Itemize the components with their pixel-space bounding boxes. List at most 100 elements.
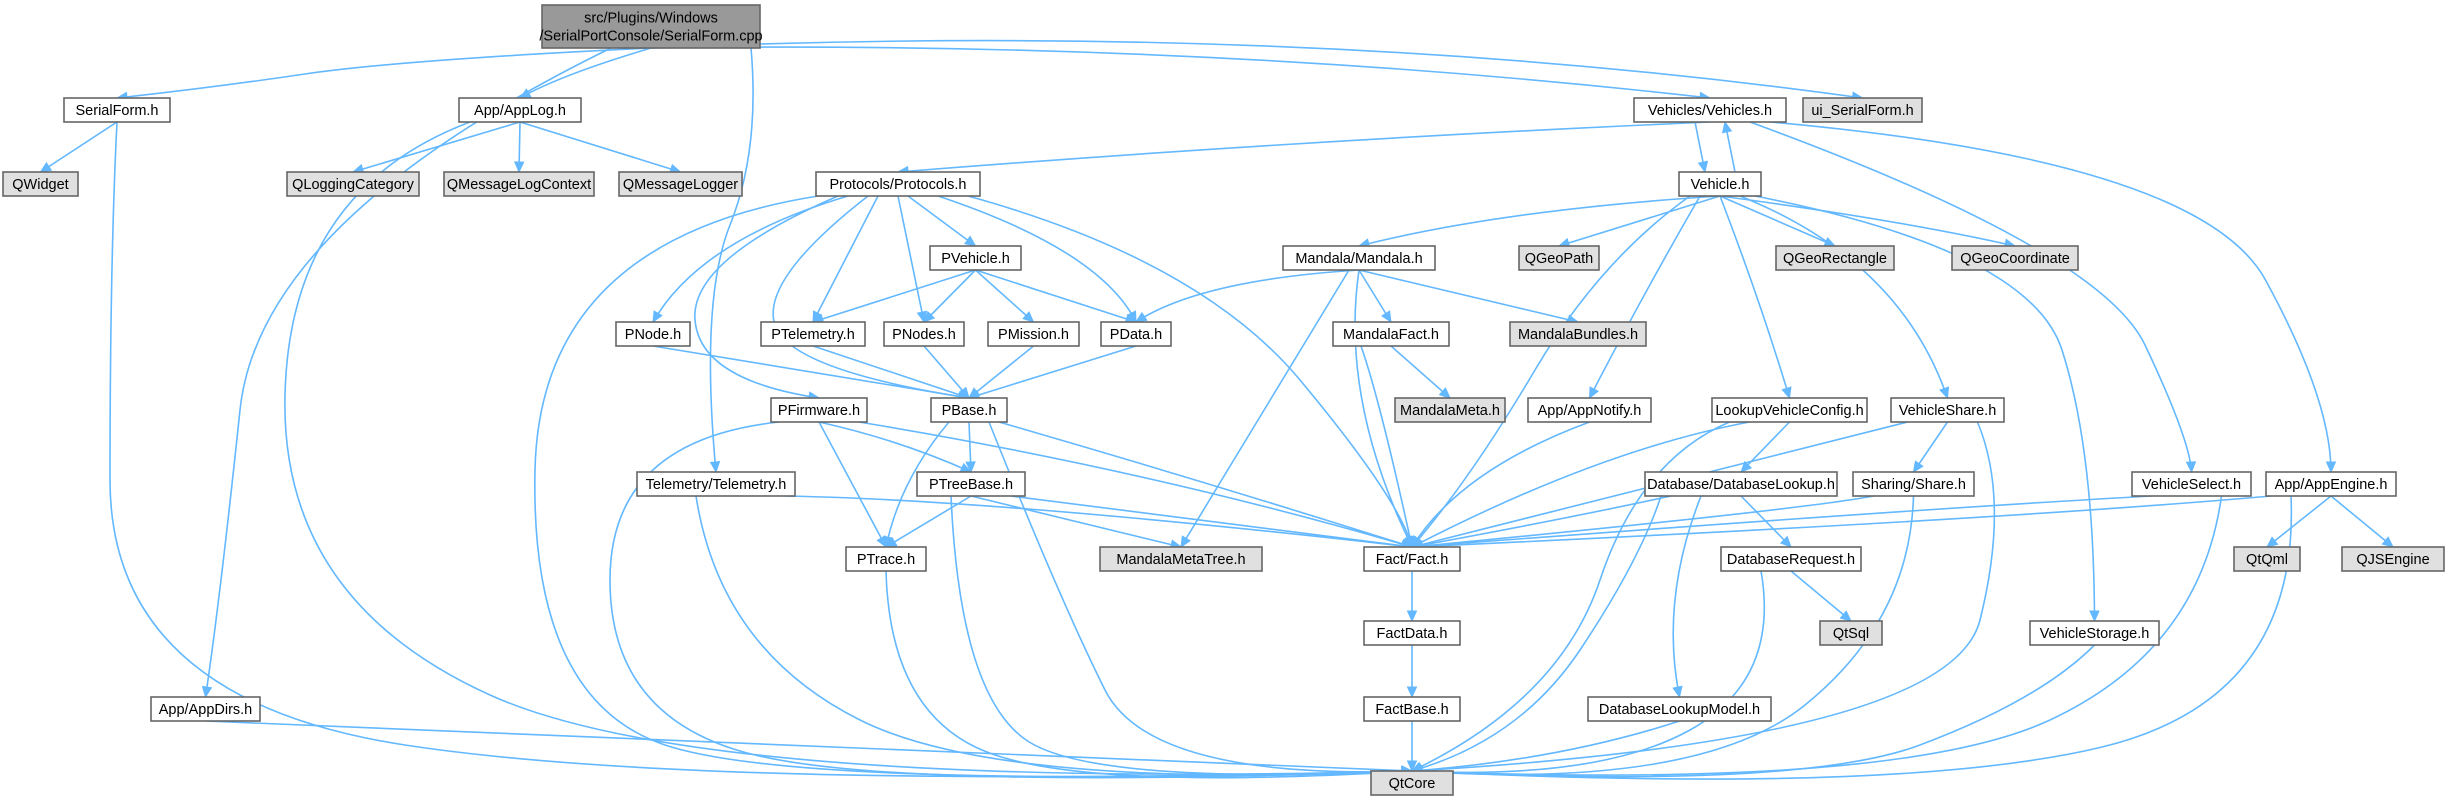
- node-label: Vehicle.h: [1691, 177, 1750, 193]
- edge-line: [1411, 495, 1662, 772]
- edge-line: [1358, 195, 1721, 247]
- edge-line: [1360, 345, 1413, 548]
- node-vehiclestorage-h[interactable]: VehicleStorage.h: [2029, 620, 2160, 646]
- node-appnotify-h[interactable]: App/AppNotify.h: [1527, 397, 1652, 423]
- node-label: QGeoPath: [1525, 251, 1594, 267]
- edge-line: [650, 46, 1711, 99]
- edge-line: [1790, 570, 1852, 622]
- node-ptrace-h[interactable]: PTrace.h: [845, 546, 927, 572]
- node-box: [1363, 546, 1461, 572]
- edge-line: [40, 121, 118, 173]
- node-label: QMessageLogger: [623, 177, 738, 193]
- node-pmission-h[interactable]: PMission.h: [987, 321, 1080, 347]
- node-label: FactData.h: [1377, 626, 1448, 642]
- edge-vehicle_h-to-lookupvehicleconfig_h: [1719, 195, 1792, 400]
- node-appengine-h[interactable]: App/AppEngine.h: [2265, 471, 2397, 497]
- arrowhead: [1912, 460, 1924, 474]
- node-applog-h[interactable]: App/AppLog.h: [458, 97, 582, 123]
- node-serialform-h[interactable]: SerialForm.h: [63, 97, 171, 123]
- node-box: [930, 397, 1008, 423]
- node-ui-serialform-h: ui_SerialForm.h: [1802, 97, 1923, 123]
- node-fact-h[interactable]: Fact/Fact.h: [1363, 546, 1461, 572]
- edge-line: [812, 269, 976, 323]
- arrowhead: [1438, 387, 1451, 399]
- edge-line: [709, 47, 754, 473]
- node-pnode-h[interactable]: PNode.h: [615, 321, 691, 347]
- node-databaselookupmodel-h[interactable]: DatabaseLookupModel.h: [1587, 696, 1772, 722]
- edge-line: [923, 269, 977, 323]
- node-label: PTreeBase.h: [929, 477, 1013, 493]
- node-mandala-h[interactable]: Mandala/Mandala.h: [1282, 245, 1436, 271]
- node-box: [929, 245, 1022, 271]
- node-qjsengine: QJSEngine: [2341, 546, 2445, 572]
- arrowhead: [958, 386, 970, 399]
- edge-line: [1739, 195, 1949, 399]
- edge-ptrace_h-to-qtcore: [885, 570, 1414, 779]
- node-mandalabundles-h: MandalaBundles.h: [1509, 321, 1647, 347]
- node-databaselookup-h[interactable]: Database/DatabaseLookup.h: [1644, 471, 1838, 497]
- arrowhead: [1823, 236, 1837, 247]
- arrowhead: [1697, 160, 1709, 174]
- node-box: [1509, 321, 1647, 347]
- edge-pvehicle_h-to-pmission_h: [974, 269, 1035, 323]
- edge-line: [1411, 570, 1766, 774]
- node-mandalafact-h[interactable]: MandalaFact.h: [1332, 321, 1450, 347]
- node-qloggingcategory: QLoggingCategory: [286, 171, 420, 197]
- node-label: PData.h: [1110, 327, 1162, 343]
- edge-vehicles_h-to-appengine_h: [1769, 121, 2337, 474]
- node-pfirmware-h[interactable]: PFirmware.h: [770, 397, 868, 423]
- arrowhead: [1939, 386, 1950, 400]
- edge-pbase_h-to-ptreebase_h: [965, 421, 976, 474]
- node-label: QMessageLogContext: [447, 177, 591, 193]
- edge-line: [116, 47, 652, 99]
- node-factdata-h[interactable]: FactData.h: [1363, 620, 1461, 646]
- node-lookupvehicleconfig-h[interactable]: LookupVehicleConfig.h: [1711, 397, 1868, 423]
- node-vehicleselect-h[interactable]: VehicleSelect.h: [2131, 471, 2252, 497]
- node-appdirs-h[interactable]: App/AppDirs.h: [150, 696, 261, 722]
- edge-line: [1411, 495, 1915, 776]
- node-pdata-h[interactable]: PData.h: [1100, 321, 1172, 347]
- node-ptelemetry-h[interactable]: PTelemetry.h: [760, 321, 866, 347]
- node-label: DatabaseRequest.h: [1727, 552, 1855, 568]
- node-qtsql: QtSql: [1819, 620, 1883, 646]
- node-box: [1951, 245, 2079, 271]
- node-vehicleshare-h[interactable]: VehicleShare.h: [1890, 397, 2005, 423]
- edge-line: [1411, 421, 1730, 772]
- node-label: PVehicle.h: [941, 251, 1010, 267]
- edge-line: [897, 195, 925, 323]
- edge-applog_h-to-qtcore: [284, 121, 1414, 777]
- node-box: [458, 97, 582, 123]
- node-vehicle-h[interactable]: Vehicle.h: [1678, 171, 1762, 197]
- node-ptreebase-h[interactable]: PTreeBase.h: [916, 471, 1026, 497]
- node-box: [1587, 696, 1772, 722]
- node-sharing-share-h[interactable]: Sharing/Share.h: [1852, 471, 1975, 497]
- node-pvehicle-h[interactable]: PVehicle.h: [929, 245, 1022, 271]
- node-label: PNodes.h: [892, 327, 956, 343]
- edge-line: [1719, 195, 2016, 247]
- edge-line: [1411, 495, 2223, 776]
- node-label: App/AppDirs.h: [159, 702, 253, 718]
- node-vehicles-h[interactable]: Vehicles/Vehicles.h: [1633, 97, 1787, 123]
- edge-line: [1411, 421, 1996, 772]
- node-box: [1518, 245, 1600, 271]
- edge-applog_h-to-qmessagelogger: [519, 121, 682, 174]
- node-factbase-h[interactable]: FactBase.h: [1363, 696, 1461, 722]
- edge-line: [109, 121, 1413, 778]
- edge-ptreebase_h-to-fact_h: [1010, 495, 1414, 551]
- edge-pbase_h-to-qtcore: [988, 421, 1414, 777]
- node-telemetry-h[interactable]: Telemetry/Telemetry.h: [636, 471, 796, 497]
- node-protocols-h[interactable]: Protocols/Protocols.h: [815, 171, 981, 197]
- node-box: [760, 321, 866, 347]
- edge-line: [968, 345, 1137, 399]
- edge-line: [2266, 495, 2332, 548]
- edge-line: [785, 495, 1413, 548]
- node-pbase-h[interactable]: PBase.h: [930, 397, 1008, 423]
- arrowhead: [709, 461, 721, 474]
- node-pnodes-h[interactable]: PNodes.h: [883, 321, 965, 347]
- node-databaserequest-h[interactable]: DatabaseRequest.h: [1720, 546, 1862, 572]
- edge-protocols_h-to-pvehicle_h: [907, 195, 977, 247]
- edge-applog_h-to-qloggingcategory: [351, 121, 521, 175]
- arrowhead: [2185, 461, 2197, 474]
- edge-line: [205, 720, 1413, 772]
- edge-line: [812, 345, 970, 399]
